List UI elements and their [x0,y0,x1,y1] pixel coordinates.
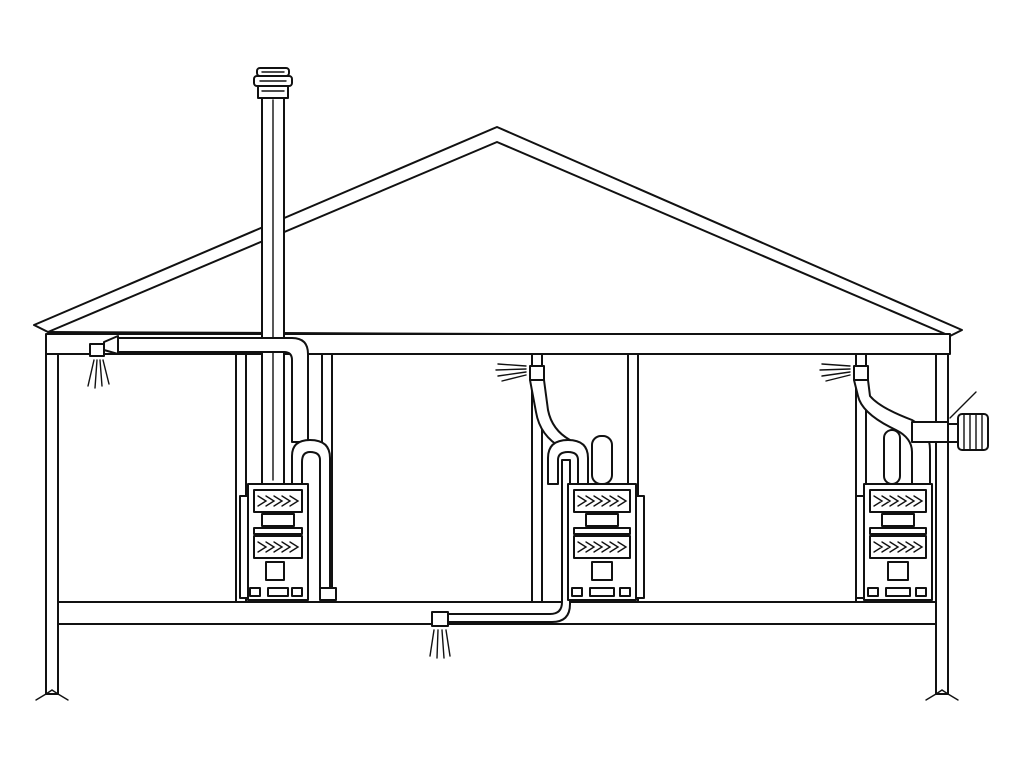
roof-chimney-vent [253,67,293,487]
ceiling-duct-left [87,335,337,601]
furnace-unit-1 [239,483,309,601]
wall-side-vent [911,391,989,451]
airflow-icon [819,363,851,382]
furnace-unit-2 [567,435,645,601]
airflow-icon [87,359,110,389]
chimney-cap-icon [253,67,293,99]
airflow-icon [495,363,527,382]
left-wall [35,353,69,701]
furnace-unit-3 [855,483,933,601]
airflow-icon [429,629,451,659]
roof [33,126,963,337]
wall-vent-cap-icon [947,413,989,451]
floor-duct [429,439,589,659]
